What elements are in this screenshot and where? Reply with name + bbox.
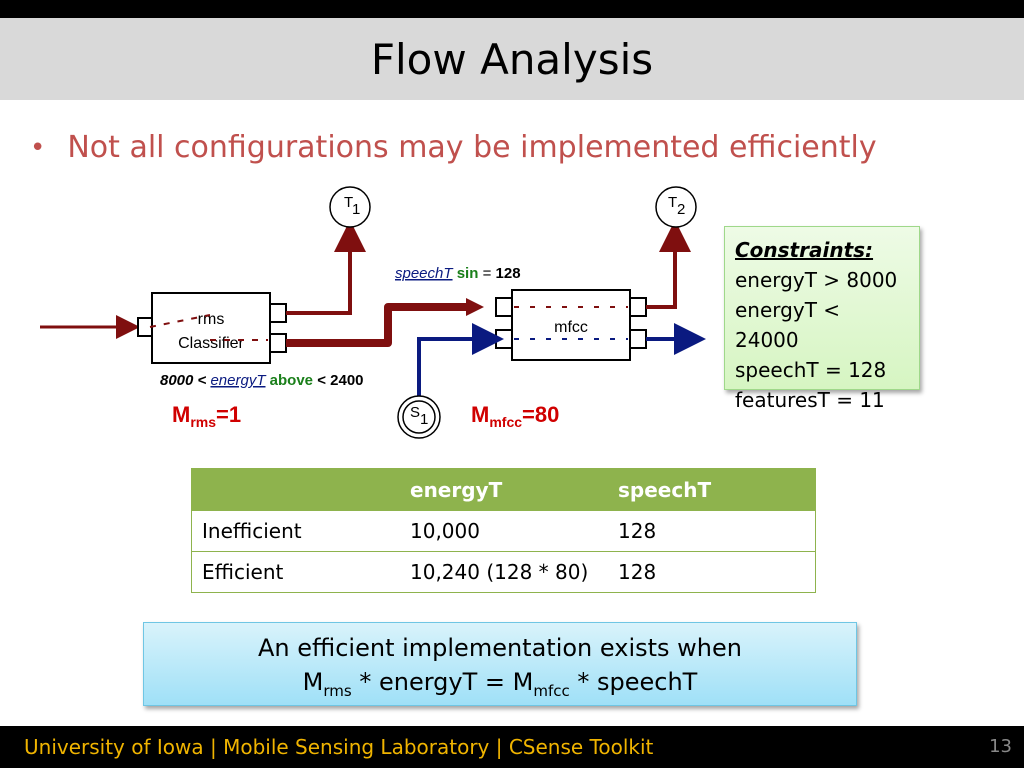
t2-sink [655,186,697,228]
mfcc-output-port-2 [629,329,647,349]
constraints-box: Constraints: energyT > 8000 energyT < 24… [724,226,920,412]
callout-line2: Mrms * energyT = Mmfcc * speechT [144,665,856,708]
table-cell: 10,000 [400,510,608,552]
mfcc-output-port-1 [629,297,647,317]
rms-to-t1-arrow [286,220,366,315]
t1-sub: 1 [352,201,360,218]
m-mfcc-value: =80 [522,402,559,427]
rms-label: rms [198,311,225,328]
top-black-bar [0,0,1024,18]
callout-m2-sub: mfcc [533,681,570,700]
table-header-speecht: speechT [608,468,816,511]
s1-sub: 1 [420,411,428,428]
constraint-line: speechT = 128 [735,358,887,382]
s1-to-mfcc-arrow [417,323,504,398]
slide-title: Flow Analysis [370,34,654,84]
m-rms-value: =1 [216,402,241,427]
table-cell: Inefficient [191,510,400,552]
footer-text: University of Iowa | Mobile Sensing Labo… [24,735,654,759]
rms-internal-flow [149,314,268,341]
callout-mid: * energyT = [351,668,513,696]
rms-to-mfcc-arrow [286,303,470,347]
range-low: 8000 < [160,372,207,389]
rms-to-mfcc-arrowhead [466,298,484,316]
t2-label: T [668,194,677,211]
title-bar: Flow Analysis [0,18,1024,100]
range-var: energyT [210,372,267,389]
page-number: 13 [989,736,1012,757]
configuration-table: energyT speechT Inefficient 10,000 128 E… [191,468,816,593]
table-row: Efficient 10,240 (128 * 80) 128 [191,551,816,593]
energy-constraint-label: 8000 < energyT above < 2400 [160,372,364,389]
classifier-label: Classifier [178,335,244,352]
rms-output-port-1 [269,303,287,323]
table-header-empty [191,468,400,511]
speech-var: speechT [395,265,454,282]
mfcc-to-t2-arrow [646,220,691,309]
table-row: Inefficient 10,000 128 [191,510,816,552]
m-mfcc-sub: mfcc [489,414,522,430]
callout-line1: An efficient implementation exists when [258,634,742,662]
rms-input-port [137,317,153,337]
constraint-line: energyT < 24000 [735,298,841,352]
constraint-line: energyT > 8000 [735,268,898,292]
table-cell: 128 [608,551,816,593]
table-cell: 10,240 (128 * 80) [400,551,608,593]
mfcc-input-port-1 [495,297,513,317]
speech-eq: = [483,265,496,282]
table-header-row: energyT speechT [191,468,816,511]
m-mfcc-label: Mmfcc=80 [471,402,559,430]
table-cell: 128 [608,510,816,552]
callout-m1-sub: rms [323,681,352,700]
bullet-point: • Not all configurations may be implemen… [30,130,877,165]
bullet-icon: • [30,132,46,163]
m-rms-label: Mrms=1 [172,402,241,430]
speech-value: 128 [496,265,521,282]
mfcc-box [511,289,631,361]
constraints-title: Constraints: [735,238,874,262]
mfcc-label: mfcc [554,319,588,336]
constraint-line: featuresT = 11 [735,388,885,412]
callout-end: * speechT [569,668,698,696]
callout-m1: M [302,668,324,696]
rms-classifier-box [151,292,271,364]
m-rms-sub: rms [190,414,216,430]
footer-bar: University of Iowa | Mobile Sensing Labo… [0,726,1024,768]
s1-label: S [410,404,420,421]
callout-box: An efficient implementation exists when … [143,622,857,706]
table-cell: Efficient [191,551,400,593]
t1-sink [329,186,371,228]
m-rms-prefix: M [172,402,190,427]
m-mfcc-prefix: M [471,402,489,427]
range-high: < 2400 [317,372,363,389]
table-header-energyt: energyT [400,468,608,511]
mfcc-input-port-2 [495,329,513,349]
bullet-text: Not all configurations may be implemente… [67,130,877,165]
range-port: above [270,372,313,389]
callout-m2: M [512,668,534,696]
t1-label: T [344,194,353,211]
rms-output-port-2 [269,333,287,353]
s1-source-inner [402,400,436,434]
speech-port: sin [457,265,479,282]
speech-constraint-label: speechT sin = 128 [395,265,521,282]
t2-sub: 2 [677,201,685,218]
